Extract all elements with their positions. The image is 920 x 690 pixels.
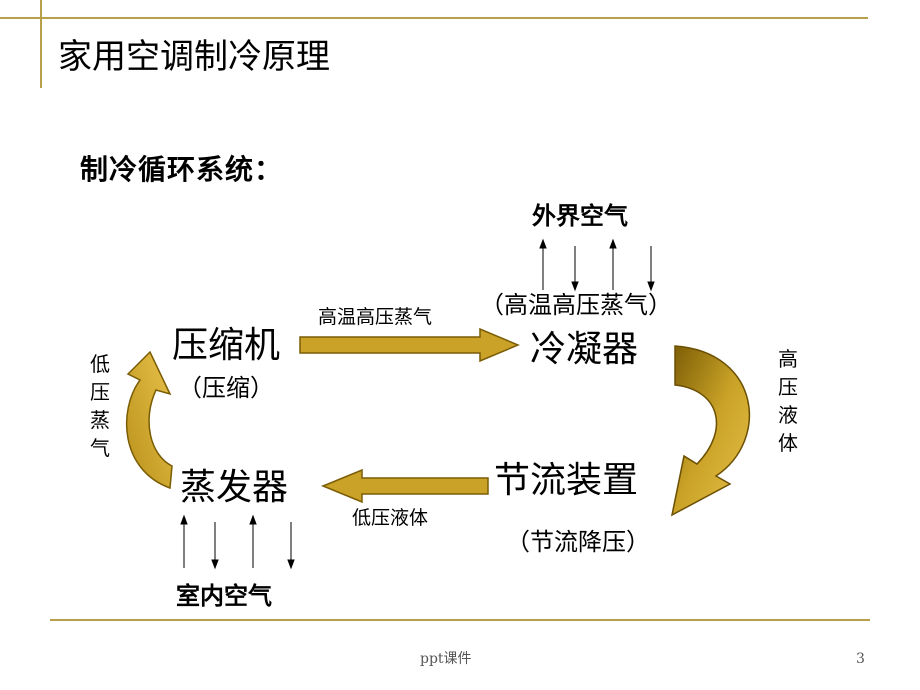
compressor-note: （压缩）: [178, 374, 274, 402]
footer-rule: [50, 619, 870, 621]
section-heading: 制冷循环系统：: [80, 153, 284, 186]
indoor-air-arrows: [180, 514, 295, 570]
hot-vapor-arrow: [299, 327, 520, 363]
page-title: 家用空调制冷原理: [58, 37, 330, 77]
compressor-label: 压缩机: [172, 325, 281, 366]
low-pressure-liquid-label: 低压液体: [352, 507, 429, 529]
indoor-air-label: 室内空气: [176, 582, 272, 610]
condenser-note: （高温高压蒸气）: [480, 291, 672, 319]
page-number: 3: [856, 651, 865, 667]
title-accent-bar: [40, 0, 42, 88]
low-pressure-vapor-arrow: [125, 350, 173, 490]
high-pressure-liquid-arrow: [670, 345, 750, 517]
outdoor-air-arrows: [539, 238, 655, 292]
outdoor-air-label: 外界空气: [532, 202, 628, 230]
evaporator-label: 蒸发器: [180, 467, 289, 508]
low-pressure-vapor-label: 低压蒸气: [90, 352, 110, 460]
high-pressure-liquid-label: 高压液体: [778, 347, 798, 455]
footer-text: ppt课件: [420, 651, 472, 667]
top-rule: [0, 17, 868, 19]
hot-vapor-label: 高温高压蒸气: [318, 306, 433, 328]
throttle-note: （节流降压）: [506, 528, 650, 556]
throttle-label: 节流装置: [494, 460, 639, 501]
condenser-label: 冷凝器: [530, 329, 639, 370]
low-pressure-liquid-arrow: [321, 468, 489, 504]
